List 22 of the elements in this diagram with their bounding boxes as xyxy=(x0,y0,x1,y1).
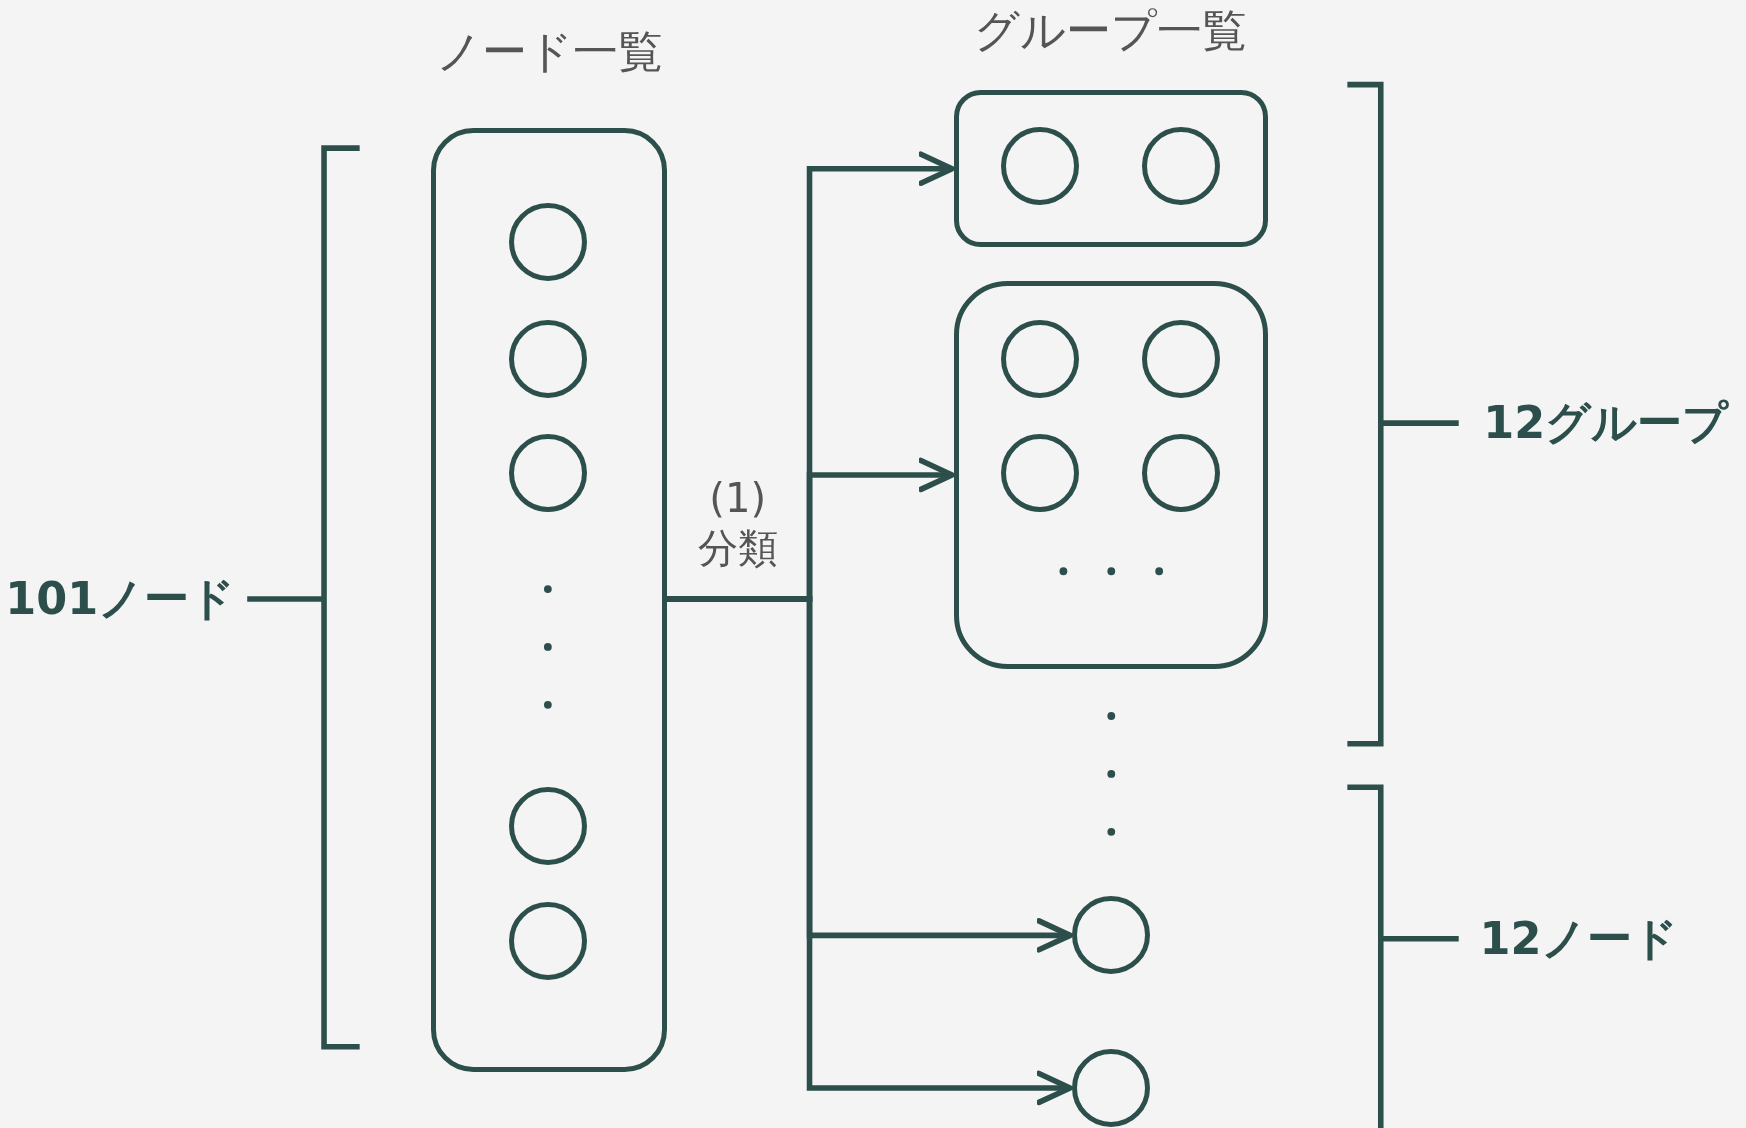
circle xyxy=(1001,319,1079,398)
count-label: 101ノード xyxy=(5,572,236,628)
circle xyxy=(1001,126,1079,205)
circle xyxy=(1072,1048,1151,1127)
circle xyxy=(508,202,587,281)
circle xyxy=(508,787,587,866)
arrow xyxy=(667,596,1073,1106)
circle xyxy=(508,901,587,980)
circle xyxy=(508,319,587,398)
circle xyxy=(1142,126,1221,205)
count-label: 12ノード xyxy=(1479,911,1679,967)
heading: ノード一覧 xyxy=(435,24,662,80)
circle xyxy=(1142,434,1221,513)
group-box xyxy=(954,280,1269,670)
heading: グループ一覧 xyxy=(973,4,1247,60)
group-box xyxy=(954,90,1269,248)
count-label: 12グループ xyxy=(1483,396,1729,452)
edge-label: (1) 分類 xyxy=(696,474,779,574)
circle xyxy=(508,434,587,513)
circle xyxy=(1001,434,1079,513)
circle xyxy=(1072,896,1151,975)
circle xyxy=(1142,319,1221,398)
